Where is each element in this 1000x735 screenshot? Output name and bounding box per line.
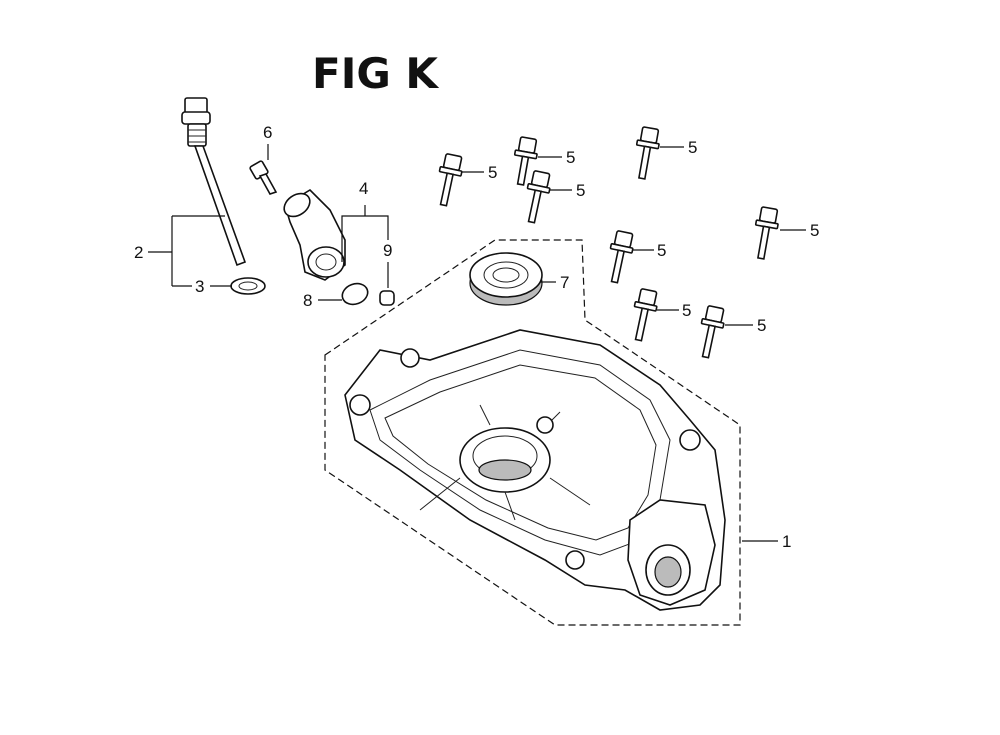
dowel-pin [379,290,395,306]
callout-5f: 5 [810,221,819,240]
flange-bolt-small [249,160,278,195]
callout-4: 4 [359,179,368,198]
bolt [633,288,658,342]
oil-seal-bearing [469,252,543,306]
callout-5b: 5 [566,148,575,167]
figure-title: FIG K [312,49,439,98]
oil-dipstick [181,97,247,267]
bolt [609,230,634,284]
callout-5c: 5 [576,181,585,200]
callout-6: 6 [263,123,272,142]
callout-5d: 5 [688,138,697,157]
bolt [438,153,463,207]
callout-2: 2 [134,243,143,262]
oil-filler-neck [283,188,346,281]
case-cover-housing [324,239,741,626]
callout-labels: 1 2 3 4 5 5 5 5 5 5 5 5 6 7 8 9 [134,123,819,551]
callout-5g: 5 [682,301,691,320]
callout-5h: 5 [757,316,766,335]
dipstick-o-ring [230,277,266,295]
leader-lines [148,144,806,542]
callout-5e: 5 [657,241,666,260]
bolt [700,305,725,359]
filler-neck-o-ring [341,282,369,306]
bolt [526,170,551,224]
callout-5a: 5 [488,163,497,182]
callout-7: 7 [560,273,569,292]
callout-9: 9 [383,241,392,260]
callout-8: 8 [303,291,312,310]
bolt [635,126,660,180]
bolt-group [438,126,779,359]
callout-3: 3 [195,277,204,296]
bolt [513,136,538,186]
callout-1: 1 [782,532,791,551]
bolt [754,206,779,260]
